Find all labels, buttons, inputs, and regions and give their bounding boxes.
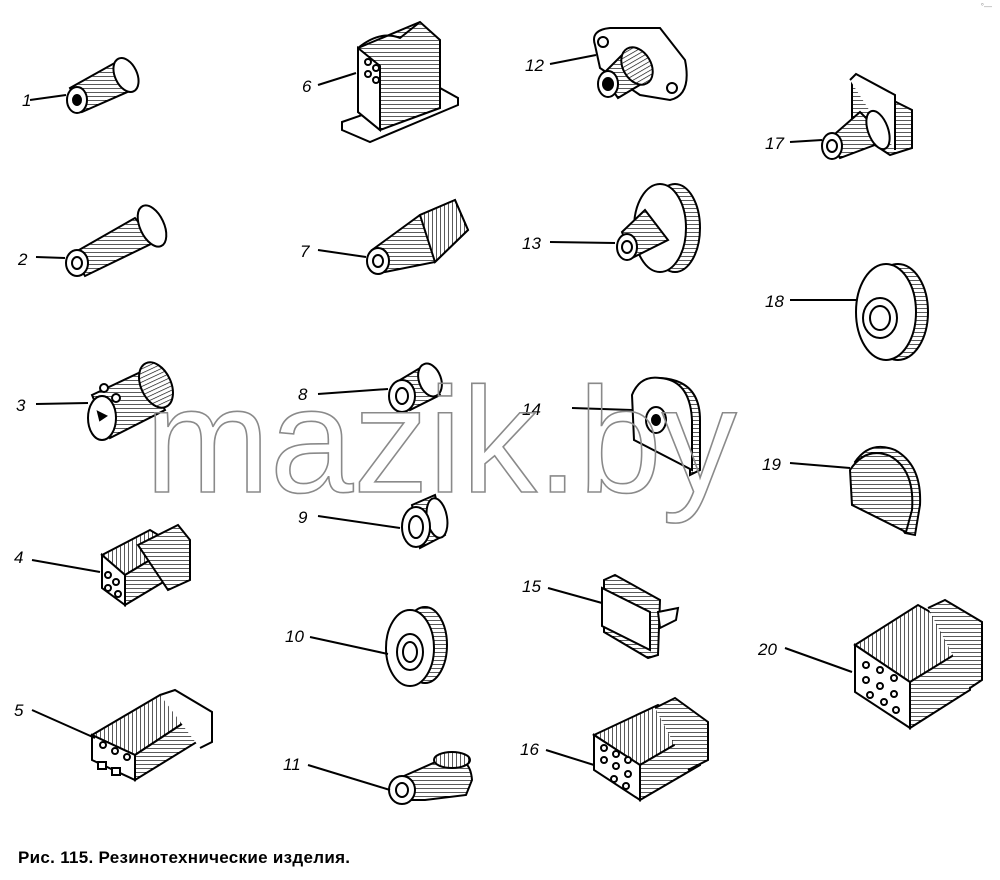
label-4: 4: [14, 548, 23, 567]
part-16: 16: [520, 696, 709, 802]
part-9: 9: [298, 493, 449, 550]
label-2: 2: [17, 250, 28, 269]
part-18: 18: [765, 263, 929, 361]
part-13: 13: [522, 183, 701, 273]
corner-mark: °—: [980, 2, 992, 11]
label-9: 9: [298, 508, 308, 527]
part-11: 11: [283, 751, 474, 805]
label-13: 13: [522, 234, 541, 253]
part-14: 14: [522, 376, 701, 477]
label-14: 14: [522, 400, 541, 419]
part-3: 3: [16, 361, 174, 441]
label-19: 19: [762, 455, 781, 474]
label-8: 8: [298, 385, 308, 404]
part-8: 8: [298, 362, 443, 413]
label-18: 18: [765, 292, 784, 311]
part-6: 6: [302, 20, 459, 144]
label-15: 15: [522, 577, 541, 596]
figure-caption: Рис. 115. Резинотехнические изделия.: [18, 848, 351, 867]
label-7: 7: [300, 242, 310, 261]
part-4: 4: [14, 523, 191, 607]
label-20: 20: [757, 640, 777, 659]
label-11: 11: [283, 755, 301, 774]
label-10: 10: [285, 627, 304, 646]
part-2: 2: [17, 204, 168, 278]
label-12: 12: [525, 56, 544, 75]
part-1: 1: [22, 57, 140, 114]
label-5: 5: [14, 701, 24, 720]
label-16: 16: [520, 740, 539, 759]
part-7: 7: [300, 198, 470, 275]
part-5: 5: [14, 688, 213, 782]
part-10: 10: [285, 606, 448, 687]
label-6: 6: [302, 77, 312, 96]
part-12: 12: [525, 27, 688, 102]
part-20: 20: [757, 598, 983, 730]
part-17: 17: [765, 72, 913, 160]
label-3: 3: [16, 396, 26, 415]
part-15: 15: [522, 573, 680, 660]
part-19: 19: [762, 446, 922, 537]
label-17: 17: [765, 134, 784, 153]
label-1: 1: [22, 91, 31, 110]
